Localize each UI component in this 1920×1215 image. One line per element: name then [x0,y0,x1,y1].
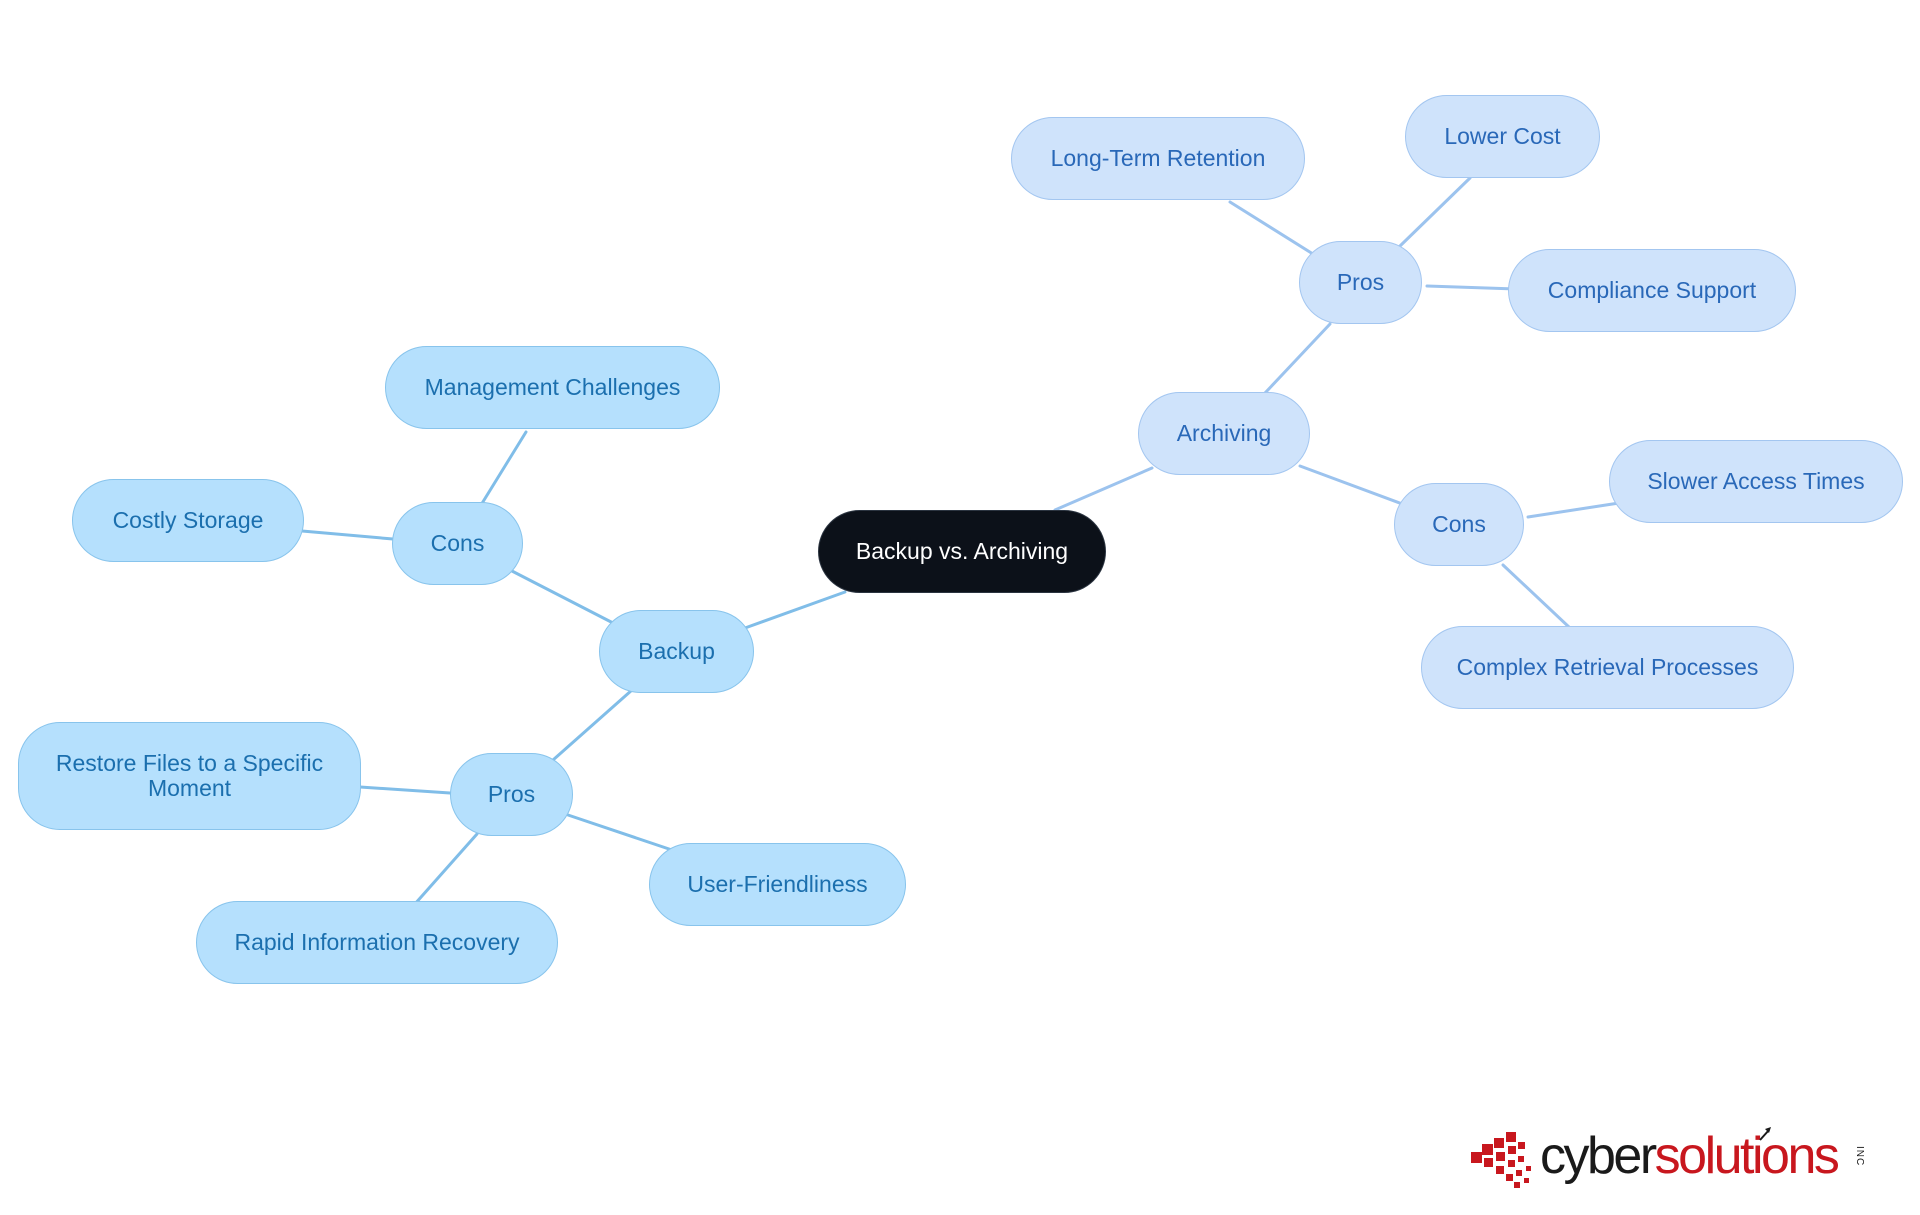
backup-pros-node: Pros [450,753,573,836]
logo-wordmark: cybersolutions [1540,1126,1840,1186]
archiving-pros-long-term-retention: Long-Term Retention [1011,117,1305,200]
edge-backup-pros [551,688,634,762]
cybersolutions-logo: cybersolutions INC [1468,1124,1868,1194]
edge-archiving-cons-slower [1526,501,1621,519]
backup-cons-management-challenges: Management Challenges [385,346,720,429]
backup-cons-costly-storage: Costly Storage [72,479,304,562]
logo-mark-icon [1471,1132,1531,1188]
edge-archiving-cons [1298,464,1407,507]
backup-pros-rapid-recovery: Rapid Information Recovery [196,901,558,984]
edge-root-archiving [1053,466,1154,512]
logo-wordmark-solutions: solutions [1654,1127,1840,1185]
backup-cons-node: Cons [392,502,523,585]
archiving-pros-node: Pros [1299,241,1422,324]
backup-pros-user-friendliness: User-Friendliness [649,843,906,926]
edge-backup-cons-storage [300,529,395,541]
edge-archiving-pros-retention [1228,200,1315,256]
root-node: Backup vs. Archiving [818,510,1106,593]
backup-pros-restore-files: Restore Files to a Specific Moment [18,722,361,830]
logo-arrow-icon [1759,1127,1771,1141]
edge-archiving-pros [1263,322,1332,395]
logo-inc-suffix: INC [1854,1146,1865,1167]
edge-backup-cons-management [479,430,528,507]
edge-backup-cons [508,568,617,626]
archiving-node: Archiving [1138,392,1310,475]
edge-backup-pros-rapid [412,832,479,907]
logo-wordmark-cyber: cyber [1540,1127,1657,1185]
edge-archiving-cons-complex [1501,563,1572,630]
backup-node: Backup [599,610,754,693]
archiving-cons-slower-access: Slower Access Times [1609,440,1903,523]
edge-archiving-pros-compliance [1425,284,1518,291]
edge-backup-pros-user [566,813,674,852]
edge-archiving-pros-lower-cost [1398,176,1472,248]
archiving-cons-complex-retrieval: Complex Retrieval Processes [1421,626,1794,709]
archiving-cons-node: Cons [1394,483,1524,566]
archiving-pros-compliance-support: Compliance Support [1508,249,1796,332]
edge-root-backup [743,590,847,630]
edge-backup-pros-restore [358,785,452,795]
archiving-pros-lower-cost: Lower Cost [1405,95,1600,178]
